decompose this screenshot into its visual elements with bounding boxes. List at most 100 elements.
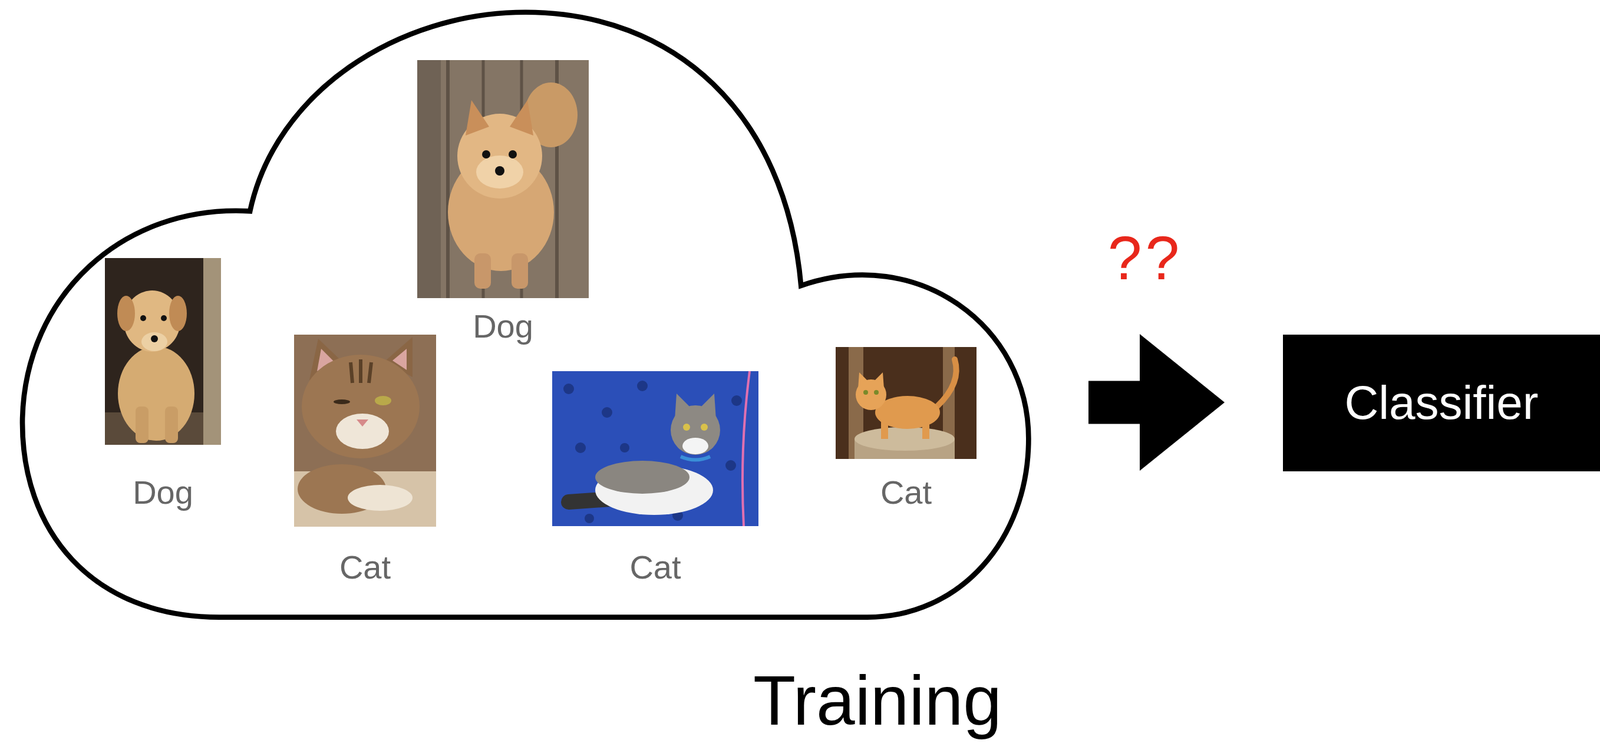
dog-photo-part (465, 100, 490, 136)
cat-photo-part (335, 413, 389, 450)
dog-photo-part (117, 346, 195, 441)
dog-photo-part (447, 153, 554, 272)
arrow-head (1139, 334, 1225, 471)
photo-caption: Cat (833, 472, 979, 513)
cat-photo-part (350, 359, 372, 384)
dog-photo-part (150, 335, 158, 343)
photo-caption: Dog (102, 472, 224, 513)
cat-photo-part (670, 405, 721, 455)
cat-photo-part (333, 399, 351, 405)
dog-photo (104, 258, 221, 445)
cat-photo-part (563, 380, 742, 524)
cat-photo-part-part (672, 510, 684, 521)
cat-photo-part (875, 396, 940, 430)
dog-photo-part (508, 150, 517, 159)
cloud-outline (22, 12, 1029, 618)
cat-photo-part (294, 334, 437, 527)
cat-photo-part (922, 415, 930, 440)
photo-frame: Dog (414, 60, 592, 346)
dog-photo-part (165, 406, 178, 444)
dog-photo-part (417, 60, 441, 299)
cat-photo-part (674, 393, 693, 420)
cat-photo-part-part (584, 513, 595, 524)
dog-photo-part (135, 406, 149, 444)
cat-photo-part (858, 372, 869, 389)
dog-photo-part (457, 113, 543, 199)
cat-photo-part (297, 464, 387, 514)
cat-photo-part (700, 423, 708, 431)
dog-photo-part (555, 60, 559, 299)
cat-photo-part-part (575, 442, 586, 454)
edge-label: ?? (1107, 224, 1184, 292)
cat-photo-part (392, 348, 407, 371)
cat-photo-part (356, 419, 369, 427)
cat-photo-part-part (619, 443, 630, 453)
cat-photo-part (309, 338, 345, 381)
dog-photo (417, 60, 589, 299)
cat-photo-part (855, 379, 887, 411)
dog-photo-part (203, 258, 221, 445)
dog-photo-part (160, 315, 167, 322)
dog-photo-part (476, 155, 524, 189)
cat-photo-part-part (731, 395, 742, 407)
photo-frame: Dog (102, 258, 224, 513)
cat-photo-part (937, 359, 957, 407)
cat-photo-part (683, 423, 691, 431)
cat-photo-part (873, 390, 879, 395)
dog-photo-part (140, 315, 147, 322)
photo-frame: Cat (549, 371, 761, 587)
cat-photo (294, 334, 437, 527)
arrow-connector (1088, 334, 1225, 471)
cat-photo-part (294, 471, 437, 527)
dog-photo-part (123, 290, 181, 352)
dog-photo-part (482, 60, 486, 299)
classifier-box: Classifier (1282, 334, 1600, 472)
group-title: Training (753, 664, 1002, 738)
cat-photo-part (742, 371, 750, 527)
cat-photo-part (301, 354, 420, 459)
dog-photo-part (474, 253, 491, 289)
cat-photo-part (317, 348, 335, 372)
cat-photo-part-part (563, 383, 574, 395)
dog-photo-part (520, 60, 524, 299)
cat-photo-part (384, 337, 413, 378)
dog-photo-part (524, 82, 578, 148)
box-label: Classifier (1344, 374, 1539, 432)
cat-photo-part (568, 498, 619, 503)
cat-photo-part (347, 485, 413, 511)
photo-caption: Dog (414, 306, 592, 346)
dog-photo-part (509, 100, 534, 136)
cat-photo-part (863, 390, 869, 395)
arrow-shaft (1088, 381, 1141, 425)
cloud-region: TrainingDogDogCatCatCat (20, 10, 1029, 620)
cat-photo-part-part (601, 407, 613, 418)
cat-photo-part-part (637, 380, 648, 392)
cat-photo-part (942, 347, 955, 460)
cat-photo-part (595, 460, 690, 494)
dog-photo-part (446, 60, 450, 299)
cat-photo-part (374, 396, 392, 406)
cat-photo-part (680, 456, 711, 461)
cat-photo-part (682, 437, 709, 455)
dog-photo-part (511, 253, 529, 289)
dog-photo-part (117, 295, 135, 332)
dog-photo-part (495, 166, 505, 176)
photo-caption: Cat (291, 547, 439, 587)
dog-photo-part (141, 332, 168, 352)
dog-photo-part (104, 258, 221, 445)
cat-photo-part (835, 347, 977, 460)
dog-photo-part (104, 412, 204, 445)
cat-photo-part-part (725, 460, 737, 471)
photo-frame: Cat (291, 334, 439, 587)
cat-photo-part (552, 371, 759, 527)
cat-photo-part (848, 347, 864, 460)
dog-photo-part (417, 60, 589, 299)
cat-photo-part (854, 427, 955, 451)
photo-frame: Cat (833, 347, 979, 513)
cat-photo-part (873, 372, 884, 389)
dog-photo-part (169, 295, 187, 332)
cat-photo (552, 371, 759, 527)
cat-photo (835, 347, 977, 460)
cat-photo-part (698, 393, 717, 420)
